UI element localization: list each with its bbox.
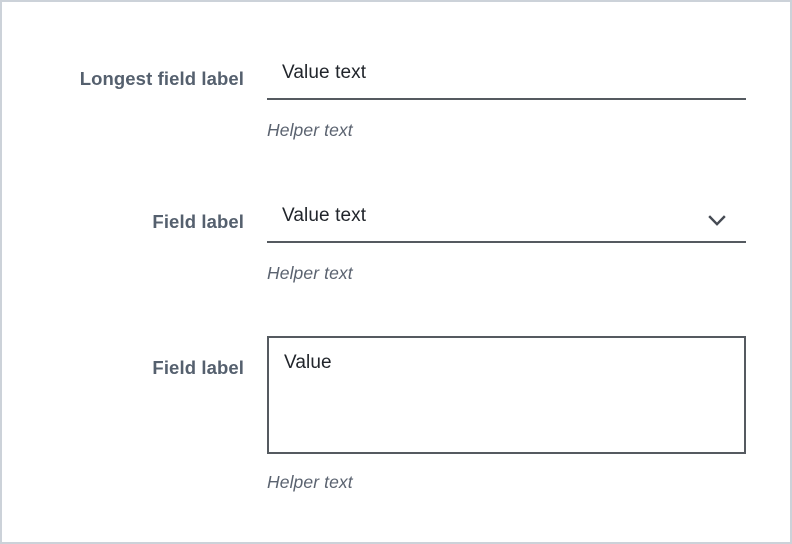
- select-input[interactable]: Value text: [267, 203, 746, 243]
- field-control-select: Value text: [267, 203, 746, 243]
- text-input-value: Value text: [282, 62, 367, 83]
- chevron-down-icon[interactable]: [705, 208, 729, 232]
- field-label-textarea: Field label: [152, 357, 244, 378]
- helper-text-text-input: Helper text: [267, 120, 353, 140]
- field-label-text-input: Longest field label: [79, 68, 244, 89]
- helper-text-select: Helper text: [267, 263, 353, 283]
- textarea-input[interactable]: Value: [267, 336, 746, 454]
- textarea-value: Value: [284, 352, 332, 373]
- field-control-textarea: Value: [267, 336, 746, 454]
- select-value: Value text: [282, 205, 367, 226]
- helper-text-textarea: Helper text: [267, 472, 353, 492]
- field-label-select: Field label: [152, 211, 244, 232]
- field-control-text-input: Value text: [267, 60, 746, 100]
- text-input[interactable]: Value text: [267, 60, 746, 100]
